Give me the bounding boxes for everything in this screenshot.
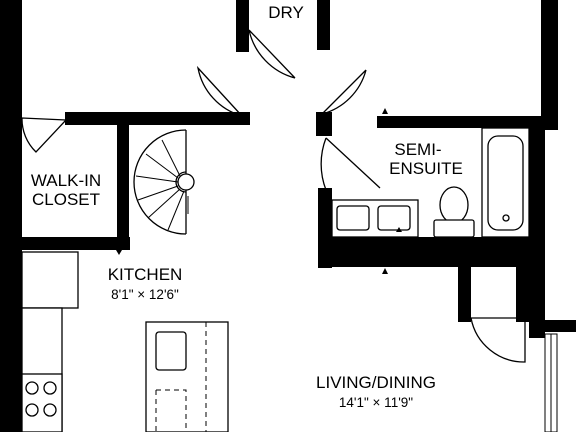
- living-dining-dimensions: 14'1" × 11'9": [339, 395, 413, 410]
- bathtub-basin: [487, 135, 524, 231]
- bedroom-top-wall-left: [316, 112, 332, 136]
- burner-2: [43, 381, 57, 395]
- walk-in-closet-label-line2: CLOSET: [32, 190, 100, 209]
- bath-marker: [382, 108, 388, 114]
- dry-label: DRY: [268, 3, 304, 22]
- right-upper-wall: [541, 0, 558, 130]
- tub-drain: [502, 214, 510, 222]
- stair-tread-6: [167, 190, 185, 231]
- left-exterior-wall: [0, 0, 22, 432]
- burner-4: [43, 403, 57, 417]
- walk-in-closet-label-line1: WALK-IN: [31, 171, 101, 190]
- living-marker: [382, 268, 388, 274]
- stair-tread-5: [147, 188, 181, 219]
- kitchen-fixtures: [21, 251, 229, 432]
- stair-tread-4: [137, 185, 179, 201]
- bath-bottom-wall: [318, 237, 544, 267]
- kitchen-label: KITCHEN: [108, 265, 183, 284]
- closet-door-swing: [21, 117, 67, 153]
- sink-left: [336, 205, 370, 231]
- bath-door-swing: [320, 137, 381, 191]
- toilet-tank: [433, 219, 475, 238]
- semi-ensuite-label-line2: ENSUITE: [389, 159, 463, 178]
- closet-top-wall: [65, 112, 250, 125]
- burner-1: [25, 381, 39, 395]
- toilet-bowl: [439, 186, 469, 224]
- stair-tread-3: [135, 175, 179, 183]
- storage-right-wall: [516, 262, 529, 322]
- vanity-marker: [396, 227, 402, 232]
- stair-tread-1: [161, 139, 181, 177]
- semi-ensuite-label-line1: SEMI-: [394, 140, 441, 159]
- room-labels: DRY WALK-IN CLOSET SEMI- ENSUITE KITCHEN…: [31, 3, 463, 410]
- stair-newel: [177, 173, 195, 191]
- stair-tread-2: [145, 153, 179, 179]
- island-sink: [155, 331, 187, 371]
- living-dining-label: LIVING/DINING: [316, 373, 436, 392]
- storage-left-wall: [458, 262, 471, 322]
- kitchen-marker: [116, 250, 122, 255]
- sink-right: [377, 205, 411, 231]
- burner-3: [25, 403, 39, 417]
- bath-fixtures: [331, 127, 530, 238]
- markers: [116, 108, 402, 274]
- dry-left-wall: [236, 0, 249, 52]
- dry-right-wall: [317, 0, 330, 50]
- doors: [21, 29, 558, 432]
- closet-bottom-wall: [0, 237, 130, 250]
- right-end-wall: [545, 320, 576, 332]
- hall-double-door-right: [321, 69, 367, 115]
- island-dashed-outline: [155, 322, 207, 432]
- spiral-staircase: [133, 129, 195, 235]
- dry-door-swing: [248, 29, 296, 79]
- bedroom-top-wall-right: [377, 116, 544, 128]
- stair-outline: [133, 129, 187, 235]
- right-lower-wall: [529, 118, 545, 338]
- storage-door-swing: [470, 317, 526, 363]
- kitchen-dimensions: 8'1" × 12'6": [111, 287, 179, 302]
- closet-divider-wall: [117, 118, 129, 248]
- hall-double-door-left: [196, 65, 245, 118]
- fridge: [21, 251, 79, 309]
